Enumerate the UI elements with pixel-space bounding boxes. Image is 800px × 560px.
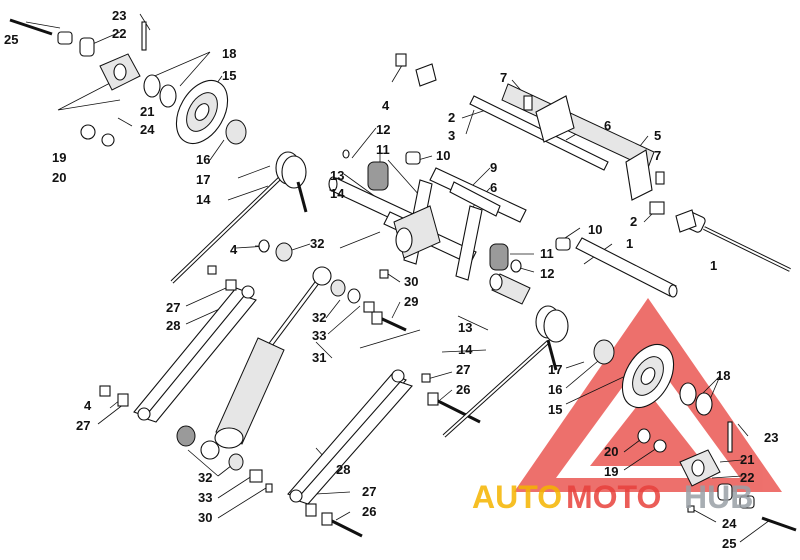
- callout-6b: 6: [604, 118, 611, 133]
- bushing-11: [367, 161, 509, 271]
- callout-27c: 27: [456, 362, 470, 377]
- callout-24: 24: [140, 122, 155, 137]
- callout-30b: 30: [198, 510, 212, 525]
- callout-3: 3: [448, 128, 455, 143]
- callout-6: 6: [490, 180, 497, 195]
- pivot-block-9: [393, 205, 441, 259]
- callout-17: 17: [196, 172, 210, 187]
- callout-15b: 15: [548, 402, 562, 417]
- callout-16: 16: [196, 152, 210, 167]
- callout-30: 30: [404, 274, 418, 289]
- arm-6-center: [449, 181, 501, 217]
- link-28-right: [287, 369, 413, 505]
- callout-18b: 18: [716, 368, 730, 383]
- callout-12: 12: [376, 122, 390, 137]
- callout-27: 27: [166, 300, 180, 315]
- callout-10: 10: [436, 148, 450, 163]
- callout-25: 25: [4, 32, 18, 47]
- callout-11b: 11: [540, 246, 554, 261]
- callout-4b: 4: [382, 98, 390, 113]
- callout-22: 22: [112, 26, 126, 41]
- spring-14-upper: [170, 151, 308, 284]
- axle-block-21-upper: [9, 18, 147, 91]
- callout-26b: 26: [362, 504, 376, 519]
- callout-32: 32: [310, 236, 324, 251]
- callout-32c: 32: [198, 470, 212, 485]
- watermark-auto: AUTO: [472, 479, 562, 515]
- callout-13b: 13: [458, 320, 472, 335]
- pulley-15-upper: [175, 80, 229, 144]
- callout-2b: 2: [630, 214, 637, 229]
- link-28-left: [133, 285, 257, 423]
- callout-5: 5: [654, 128, 661, 143]
- bolt-1: [682, 211, 791, 272]
- callout-25b: 25: [722, 536, 736, 551]
- callout-14b: 14: [330, 186, 345, 201]
- callout-33b: 33: [198, 490, 212, 505]
- callout-2: 2: [448, 110, 455, 125]
- callout-27d: 27: [362, 484, 376, 499]
- callout-20b: 20: [604, 444, 618, 459]
- shock-31: [200, 266, 332, 460]
- spacer-10: [405, 151, 571, 251]
- callout-32b: 32: [312, 310, 326, 325]
- bearings-18-upper: [143, 74, 247, 145]
- callout-22b: 22: [740, 470, 754, 485]
- callout-7: 7: [500, 70, 507, 85]
- callout-7b: 7: [654, 148, 661, 163]
- callout-28: 28: [166, 318, 180, 333]
- callout-14: 14: [196, 192, 211, 207]
- bushing-13-lower: [489, 273, 531, 305]
- arm-6-upper: [501, 83, 655, 201]
- nut-19-20-upper: [80, 124, 115, 147]
- callout-17b: 17: [548, 362, 562, 377]
- callout-33: 33: [312, 328, 326, 343]
- callout-20: 20: [52, 170, 66, 185]
- callout-4c: 4: [84, 398, 92, 413]
- callout-14c: 14: [458, 342, 473, 357]
- bolts-26: [321, 311, 481, 538]
- callout-13: 13: [330, 168, 344, 183]
- spring-14-lower: [442, 305, 569, 438]
- callout-8: 1: [626, 236, 633, 251]
- callout-9: 9: [490, 160, 497, 175]
- callout-labels: 25 23 22 18 15 21 24 19 20 16 17 14 4 32…: [4, 8, 778, 551]
- callout-16b: 16: [548, 382, 562, 397]
- callout-31: 31: [312, 350, 326, 365]
- callout-18: 18: [222, 46, 236, 61]
- pulley-15-lower: [593, 339, 713, 416]
- callout-12b: 12: [540, 266, 554, 281]
- callout-1: 1: [710, 258, 717, 273]
- watermark-logo: AUTO MOTO HUB: [472, 479, 753, 515]
- callout-11: 11: [376, 142, 390, 157]
- callout-15: 15: [222, 68, 236, 83]
- watermark-moto: MOTO: [566, 479, 661, 515]
- callout-21b: 21: [740, 452, 754, 467]
- shaft-3: [469, 95, 609, 171]
- callout-4: 4: [230, 242, 238, 257]
- callout-19b: 19: [604, 464, 618, 479]
- watermark-hub: HUB: [684, 479, 753, 515]
- callout-26: 26: [456, 382, 470, 397]
- callout-23: 23: [112, 8, 126, 23]
- shaft-8: [575, 237, 678, 298]
- callout-19: 19: [52, 150, 66, 165]
- callout-21: 21: [140, 104, 154, 119]
- callout-28b: 28: [336, 462, 350, 477]
- callout-23b: 23: [764, 430, 778, 445]
- axle-block-21-lower: [637, 421, 797, 532]
- callout-27b: 27: [76, 418, 90, 433]
- callout-29: 29: [404, 294, 418, 309]
- callout-24b: 24: [722, 516, 737, 531]
- callout-10b: 10: [588, 222, 602, 237]
- washers-and-spacers: [99, 53, 697, 517]
